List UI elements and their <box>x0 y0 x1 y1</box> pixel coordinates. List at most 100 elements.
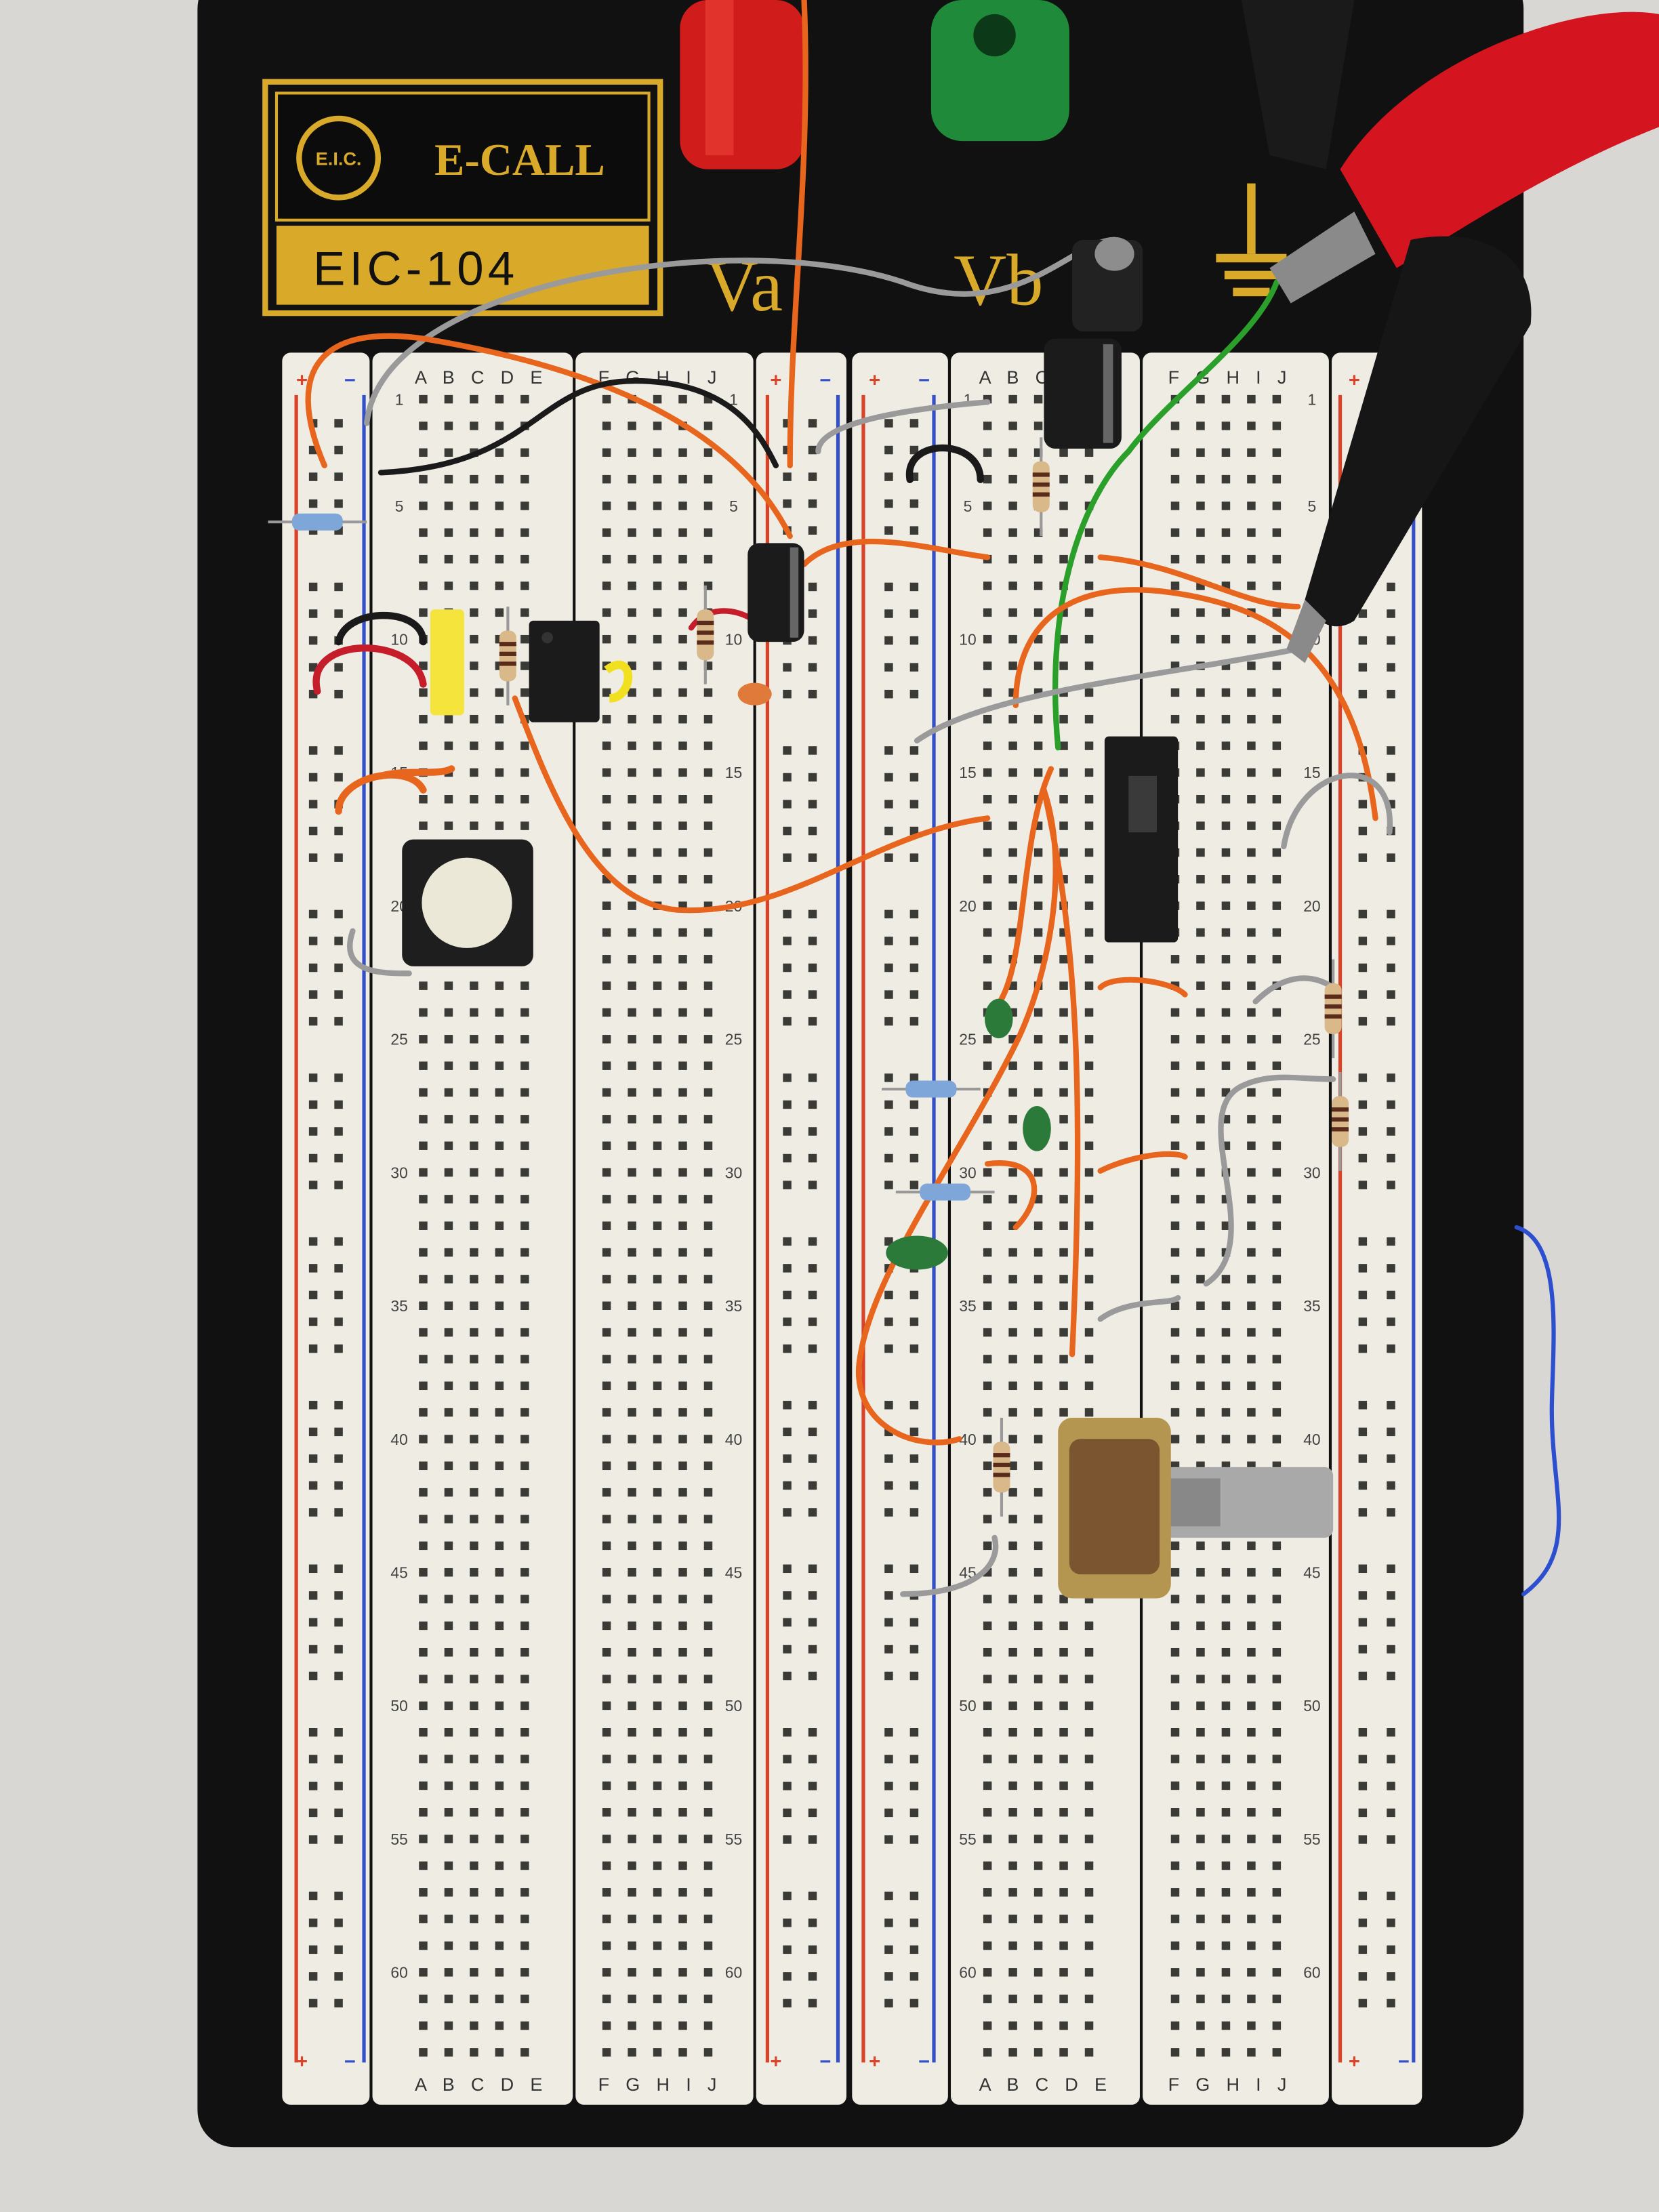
rail-hole[interactable] <box>783 1264 792 1273</box>
hole[interactable] <box>520 1435 529 1443</box>
rail-hole[interactable] <box>334 1017 343 1026</box>
hole[interactable] <box>1084 821 1094 830</box>
hole[interactable] <box>628 501 636 510</box>
hole[interactable] <box>495 1435 504 1443</box>
hole[interactable] <box>1272 1941 1282 1950</box>
hole[interactable] <box>1008 2021 1017 2030</box>
hole[interactable] <box>1170 688 1180 697</box>
hole[interactable] <box>419 1701 428 1711</box>
rail-hole[interactable] <box>783 1481 792 1490</box>
hole[interactable] <box>444 1141 453 1150</box>
rail-hole[interactable] <box>334 1481 343 1490</box>
hole[interactable] <box>1084 474 1094 484</box>
hole[interactable] <box>444 528 453 537</box>
hole[interactable] <box>495 1888 504 1897</box>
hole[interactable] <box>602 1088 611 1097</box>
hole[interactable] <box>1196 1621 1205 1631</box>
hole[interactable] <box>1247 474 1256 484</box>
rail-hole[interactable] <box>783 1427 792 1437</box>
hole[interactable] <box>1247 981 1256 990</box>
hole[interactable] <box>1170 1755 1180 1763</box>
hole[interactable] <box>653 1168 662 1177</box>
hole[interactable] <box>520 1728 529 1737</box>
hole[interactable] <box>1033 1221 1043 1230</box>
hole[interactable] <box>1084 1675 1094 1683</box>
hole[interactable] <box>628 1141 636 1150</box>
rail-hole[interactable] <box>334 1427 343 1437</box>
hole[interactable] <box>1272 661 1282 670</box>
hole[interactable] <box>602 1408 611 1417</box>
rail-hole[interactable] <box>783 1100 792 1109</box>
hole[interactable] <box>495 1381 504 1391</box>
rail-hole[interactable] <box>334 1671 343 1681</box>
hole[interactable] <box>520 581 529 590</box>
hole[interactable] <box>983 1301 992 1311</box>
hole[interactable] <box>628 1301 636 1311</box>
hole[interactable] <box>653 928 662 937</box>
hole[interactable] <box>470 1861 478 1870</box>
hole[interactable] <box>703 1728 713 1737</box>
hole[interactable] <box>678 1115 687 1124</box>
hole[interactable] <box>678 1808 687 1817</box>
hole[interactable] <box>1247 1381 1256 1391</box>
hole[interactable] <box>1247 554 1256 564</box>
hole[interactable] <box>1247 1355 1256 1364</box>
hole[interactable] <box>1170 1541 1180 1551</box>
hole[interactable] <box>444 795 453 804</box>
hole[interactable] <box>1247 422 1256 430</box>
hole[interactable] <box>1247 448 1256 457</box>
hole[interactable] <box>495 714 504 724</box>
hole[interactable] <box>495 501 504 510</box>
rail-hole[interactable] <box>783 1181 792 1189</box>
hole[interactable] <box>1196 1035 1205 1044</box>
hole[interactable] <box>983 955 992 964</box>
rail-hole[interactable] <box>334 1100 343 1109</box>
hole[interactable] <box>653 1115 662 1124</box>
hole[interactable] <box>444 1808 453 1817</box>
hole[interactable] <box>1272 1781 1282 1790</box>
hole[interactable] <box>444 714 453 724</box>
rail-hole[interactable] <box>1358 1618 1368 1627</box>
hole[interactable] <box>419 1968 428 1977</box>
hole[interactable] <box>419 1035 428 1044</box>
rail-hole[interactable] <box>783 1945 792 1954</box>
hole[interactable] <box>703 1994 713 2003</box>
hole[interactable] <box>520 1861 529 1870</box>
hole[interactable] <box>444 1675 453 1683</box>
hole[interactable] <box>1170 1275 1180 1284</box>
hole[interactable] <box>1247 1941 1256 1950</box>
hole[interactable] <box>1084 1141 1094 1150</box>
hole[interactable] <box>983 821 992 830</box>
hole[interactable] <box>653 448 662 457</box>
rail-hole[interactable] <box>1387 689 1395 699</box>
hole[interactable] <box>444 821 453 830</box>
rail-hole[interactable] <box>1358 1100 1368 1109</box>
hole[interactable] <box>470 1408 478 1417</box>
hole[interactable] <box>983 1941 992 1950</box>
hole[interactable] <box>1059 1381 1068 1391</box>
hole[interactable] <box>495 581 504 590</box>
rail-hole[interactable] <box>1358 963 1368 972</box>
hole[interactable] <box>1033 1888 1043 1897</box>
hole[interactable] <box>419 1195 428 1204</box>
hole[interactable] <box>1033 1647 1043 1657</box>
hole[interactable] <box>419 1941 428 1950</box>
hole[interactable] <box>1059 1808 1068 1817</box>
rail-hole[interactable] <box>334 990 343 999</box>
hole[interactable] <box>1272 1755 1282 1763</box>
hole[interactable] <box>678 608 687 617</box>
hole[interactable] <box>983 1408 992 1417</box>
hole[interactable] <box>470 1595 478 1603</box>
hole[interactable] <box>983 1808 992 1817</box>
rail-hole[interactable] <box>909 963 919 972</box>
hole[interactable] <box>703 1541 713 1551</box>
hole[interactable] <box>1084 1701 1094 1711</box>
hole[interactable] <box>419 1461 428 1471</box>
hole[interactable] <box>1196 1755 1205 1763</box>
hole[interactable] <box>1272 1835 1282 1843</box>
hole[interactable] <box>653 955 662 964</box>
rail-hole[interactable] <box>308 1564 318 1574</box>
hole[interactable] <box>983 1701 992 1711</box>
rail-hole[interactable] <box>308 909 318 919</box>
hole[interactable] <box>495 1728 504 1737</box>
